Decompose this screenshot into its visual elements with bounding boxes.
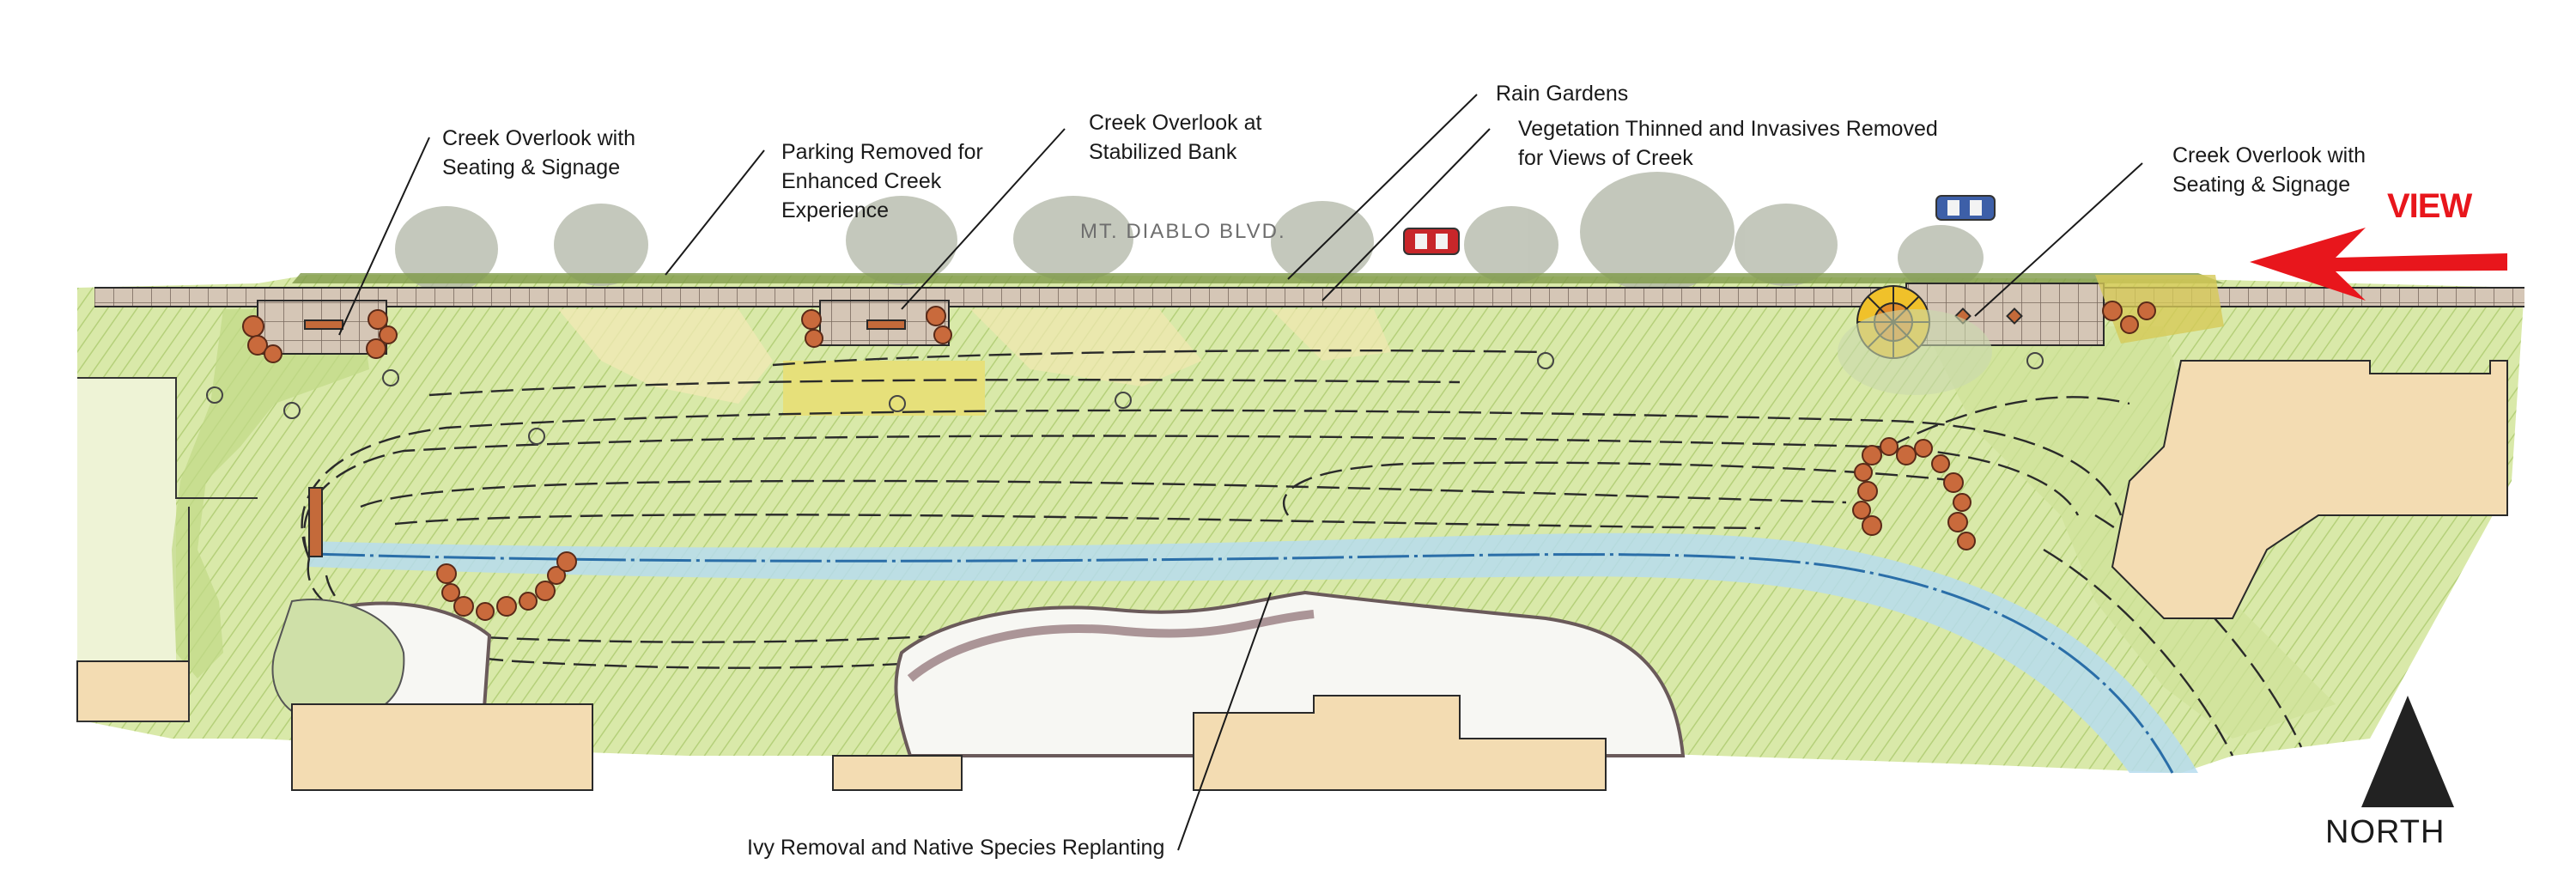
label-ivy-removal: Ivy Removal and Native Species Replantin… — [747, 833, 1164, 862]
overlook-plaza-west — [257, 300, 387, 355]
north-arrow-icon — [2361, 696, 2454, 807]
label-line: Creek Overlook at — [1089, 111, 1262, 135]
boulder-icon — [242, 301, 2156, 621]
rain-garden-pad — [783, 361, 985, 416]
label-overlook-stabilized: Creek Overlook at Stabilized Bank — [1089, 108, 1261, 167]
label-parking-removed: Parking Removed for Enhanced Creek Exper… — [781, 137, 983, 225]
leader-lines — [338, 94, 2143, 851]
planting-west — [172, 309, 369, 678]
creek-outfall — [308, 487, 323, 557]
label-line: Ivy Removal and Native Species Replantin… — [747, 836, 1165, 860]
small-trees — [206, 352, 2044, 445]
upland-patch-2 — [970, 309, 1202, 386]
turf-area — [77, 275, 2524, 773]
label-line: Enhanced Creek — [781, 169, 942, 193]
label-overlook-west: Creek Overlook with Seating & Signage — [442, 124, 635, 182]
label-overlook-east: Creek Overlook with Seating & Signage — [2172, 141, 2366, 199]
building-mid — [832, 755, 963, 791]
buildings — [76, 360, 2508, 791]
north-label: NORTH — [2325, 814, 2445, 850]
north-hedge — [292, 273, 2224, 283]
view-label: VIEW — [2387, 187, 2472, 225]
label-line: Creek Overlook with — [442, 126, 636, 150]
building-west — [76, 660, 190, 722]
label-line: Experience — [781, 198, 890, 222]
label-line: Creek Overlook with — [2172, 143, 2366, 167]
label-line: Vegetation Thinned and Invasives Removed — [1518, 117, 1938, 141]
view-arrow-icon — [2250, 228, 2507, 301]
label-line: Seating & Signage — [442, 155, 621, 179]
label-line: for Views of Creek — [1518, 146, 1693, 170]
north-canopy — [395, 172, 1984, 292]
building-south — [1193, 695, 1607, 791]
street-name: MT. DIABLO BLVD. — [1080, 220, 1286, 243]
upland-patch-1 — [558, 309, 773, 404]
label-line: Seating & Signage — [2172, 173, 2351, 197]
west-edge — [77, 377, 258, 722]
label-vegetation-thinned: Vegetation Thinned and Invasives Removed… — [1518, 114, 1938, 173]
building-sw — [291, 703, 593, 791]
label-line: Rain Gardens — [1496, 82, 1629, 106]
label-line: Parking Removed for — [781, 140, 983, 164]
creek — [309, 532, 2198, 773]
car-icon — [1403, 195, 1996, 255]
creek-centerline — [313, 552, 2174, 774]
east-tree-mass — [1838, 309, 1992, 395]
upland-patch-3 — [1271, 309, 1391, 361]
bench-icon — [304, 319, 906, 330]
label-line: Stabilized Bank — [1089, 140, 1237, 164]
label-rain-gardens: Rain Gardens — [1496, 79, 1628, 108]
west-lawn — [77, 378, 176, 721]
building-east — [2111, 360, 2508, 619]
